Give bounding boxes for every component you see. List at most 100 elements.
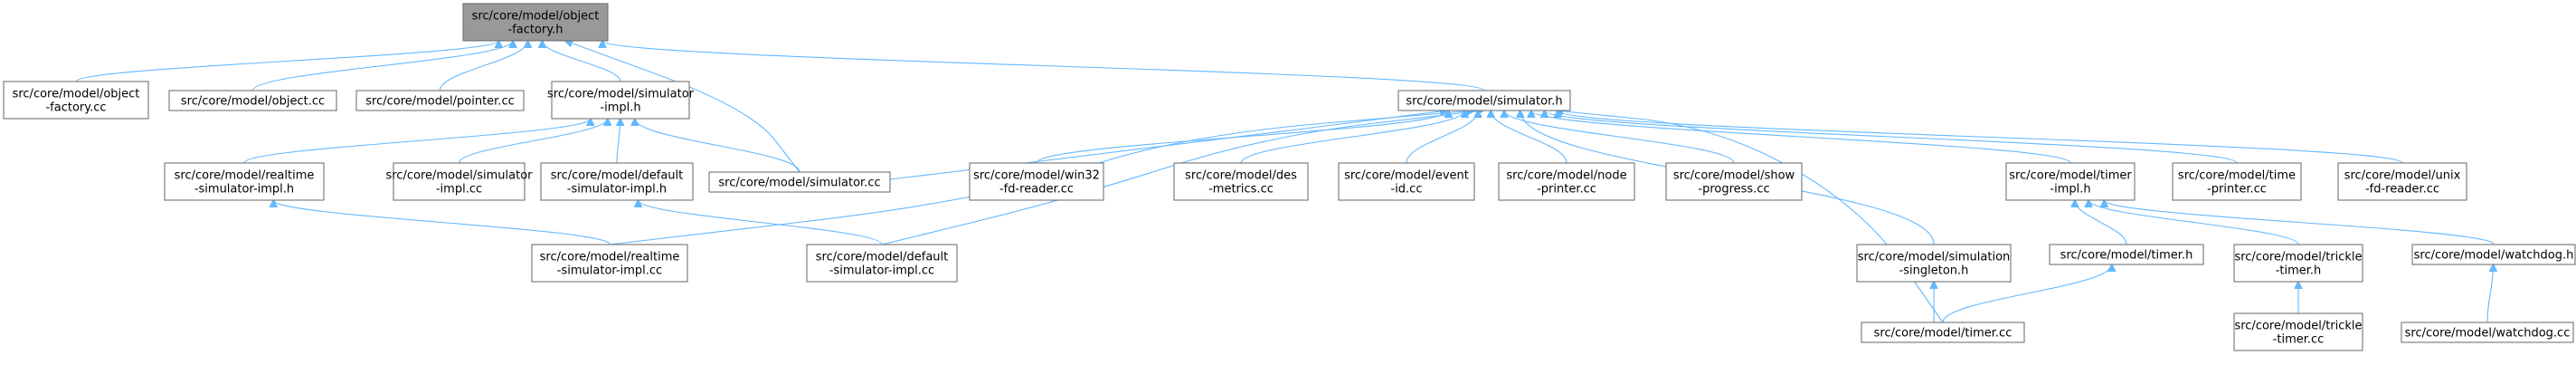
edge-rt-cc-to-rt-h xyxy=(273,200,611,245)
edge-simimpl-cc-to-simimpl-h xyxy=(458,119,608,164)
node-box[interactable] xyxy=(806,244,958,283)
node-label: src/core/model/event xyxy=(1344,169,1469,183)
graph-node-rt-cc[interactable]: src/core/model/realtime-simulator-impl.c… xyxy=(531,244,688,283)
edge-unix-to-sim-h xyxy=(1558,110,2403,164)
node-box[interactable] xyxy=(708,171,891,193)
edge-timer-cc-to-timer-h xyxy=(1942,264,2112,323)
edge-sim-cc-to-sim-h xyxy=(889,110,1447,180)
node-box[interactable] xyxy=(2049,244,2204,265)
graph-node-def-cc[interactable]: src/core/model/default-simulator-impl.cc xyxy=(806,244,958,283)
node-box[interactable] xyxy=(2233,244,2363,283)
node-label: src/core/model/des xyxy=(1185,169,1297,183)
node-label: src/core/model/object xyxy=(13,88,140,101)
node-label: -simulator-impl.h xyxy=(194,183,294,197)
node-label: src/core/model/pointer.cc xyxy=(365,95,515,109)
node-box[interactable] xyxy=(164,162,325,201)
node-label: -impl.h xyxy=(2050,183,2090,197)
node-label: src/core/model/timer xyxy=(2009,169,2132,183)
node-box[interactable] xyxy=(355,90,525,111)
graph-node-simimpl-cc[interactable]: src/core/model/simulator-impl.cc xyxy=(385,162,533,201)
node-label: src/core/model/simulator.h xyxy=(1406,95,1562,109)
node-box[interactable] xyxy=(551,81,690,120)
node-label: -metrics.cc xyxy=(1208,183,1274,197)
graph-node-event[interactable]: src/core/model/event-id.cc xyxy=(1338,162,1475,201)
node-label: src/core/model/object.cc xyxy=(181,95,325,109)
graph-node-trickle-cc[interactable]: src/core/model/trickle-timer.cc xyxy=(2233,312,2363,351)
graph-node-trickle-h[interactable]: src/core/model/trickle-timer.h xyxy=(2233,244,2363,283)
graph-node-sim-cc[interactable]: src/core/model/simulator.cc xyxy=(708,171,891,193)
node-label: src/core/model/object xyxy=(472,10,600,24)
node-box[interactable] xyxy=(1338,162,1475,201)
node-box[interactable] xyxy=(531,244,688,283)
node-label: -timer.h xyxy=(2276,264,2322,278)
node-label: src/core/model/realtime xyxy=(175,169,315,183)
graph-node-rt-h[interactable]: src/core/model/realtime-simulator-impl.h xyxy=(164,162,325,201)
node-label: src/core/model/watchdog.cc xyxy=(2405,327,2571,341)
edge-rt-h-to-simimpl-h xyxy=(243,119,591,164)
node-box[interactable] xyxy=(168,90,337,111)
node-label: src/core/model/node xyxy=(1506,169,1626,183)
node-label: src/core/model/simulator.cc xyxy=(718,177,880,190)
node-label: src/core/model/show xyxy=(1673,169,1795,183)
node-label: src/core/model/timer.cc xyxy=(1874,327,2012,341)
node-box[interactable] xyxy=(1397,90,1571,111)
node-label: -factory.h xyxy=(508,24,564,37)
graph-node-timer-h[interactable]: src/core/model/timer.h xyxy=(2049,244,2204,265)
node-box[interactable] xyxy=(1665,162,1803,201)
node-box[interactable] xyxy=(1861,322,2025,343)
graph-node-timerimpl[interactable]: src/core/model/timer-impl.h xyxy=(2005,162,2136,201)
graph-node-simimpl-h[interactable]: src/core/model/simulator-impl.h xyxy=(547,81,695,120)
edge-win32-to-sim-h xyxy=(1036,110,1448,164)
node-label: src/core/model/unix xyxy=(2344,169,2461,183)
node-label: src/core/model/timer.h xyxy=(2060,249,2193,263)
node-box[interactable] xyxy=(1856,244,2012,283)
edge-sim-cc-to-simimpl-h xyxy=(635,119,800,173)
graph-node-des[interactable]: src/core/model/des-metrics.cc xyxy=(1173,162,1309,201)
graph-node-show[interactable]: src/core/model/show-progress.cc xyxy=(1665,162,1803,201)
graph-node-sim-h[interactable]: src/core/model/simulator.h xyxy=(1397,90,1571,111)
node-label: src/core/model/time xyxy=(2178,169,2296,183)
graph-node-of-h[interactable]: src/core/model/object-factory.h xyxy=(462,3,609,42)
node-label: src/core/model/default xyxy=(816,251,949,264)
graph-node-ptr-cc[interactable]: src/core/model/pointer.cc xyxy=(355,90,525,111)
node-box[interactable] xyxy=(462,3,609,42)
node-label: src/core/model/simulator xyxy=(385,169,533,183)
node-box[interactable] xyxy=(2411,244,2576,265)
node-box[interactable] xyxy=(2401,322,2574,343)
graph-node-wd-cc[interactable]: src/core/model/watchdog.cc xyxy=(2401,322,2574,343)
edge-event-to-sim-h xyxy=(1406,110,1478,164)
node-box[interactable] xyxy=(540,162,694,201)
edge-show-to-sim-h xyxy=(1504,110,1735,164)
node-label: -simulator-impl.cc xyxy=(829,264,934,278)
graph-node-timer-cc[interactable]: src/core/model/timer.cc xyxy=(1861,322,2025,343)
node-box[interactable] xyxy=(969,162,1104,201)
edge-timeprn-to-sim-h xyxy=(1545,110,2238,164)
node-box[interactable] xyxy=(2233,312,2363,351)
node-label: -impl.cc xyxy=(436,183,482,197)
node-label: -singleton.h xyxy=(1899,264,1969,278)
node-box[interactable] xyxy=(2172,162,2302,201)
node-label: -printer.cc xyxy=(1537,183,1596,197)
edge-ptr-cc-to-of-h xyxy=(439,41,528,91)
node-box[interactable] xyxy=(3,81,149,120)
graph-node-win32[interactable]: src/core/model/win32-fd-reader.cc xyxy=(969,162,1104,201)
graph-node-timeprn[interactable]: src/core/model/time-printer.cc xyxy=(2172,162,2302,201)
node-box[interactable] xyxy=(2005,162,2136,201)
graph-node-unix[interactable]: src/core/model/unix-fd-reader.cc xyxy=(2337,162,2467,201)
node-box[interactable] xyxy=(393,162,526,201)
node-box[interactable] xyxy=(1498,162,1635,201)
node-label: src/core/model/simulation xyxy=(1858,251,2011,264)
edge-def-h-to-simimpl-h xyxy=(617,119,620,164)
graph-node-node[interactable]: src/core/model/node-printer.cc xyxy=(1498,162,1635,201)
graph-node-wd-h[interactable]: src/core/model/watchdog.h xyxy=(2411,244,2576,265)
node-label: -simulator-impl.h xyxy=(567,183,667,197)
graph-node-obj-cc[interactable]: src/core/model/object.cc xyxy=(168,90,337,111)
graph-node-of-cc[interactable]: src/core/model/object-factory.cc xyxy=(3,81,149,120)
graph-node-singleton[interactable]: src/core/model/simulation-singleton.h xyxy=(1856,244,2012,283)
node-label: -timer.cc xyxy=(2273,333,2325,347)
node-label: -fd-reader.cc xyxy=(999,183,1074,197)
graph-node-def-h[interactable]: src/core/model/default-simulator-impl.h xyxy=(540,162,694,201)
node-box[interactable] xyxy=(1173,162,1309,201)
node-box[interactable] xyxy=(2337,162,2467,201)
